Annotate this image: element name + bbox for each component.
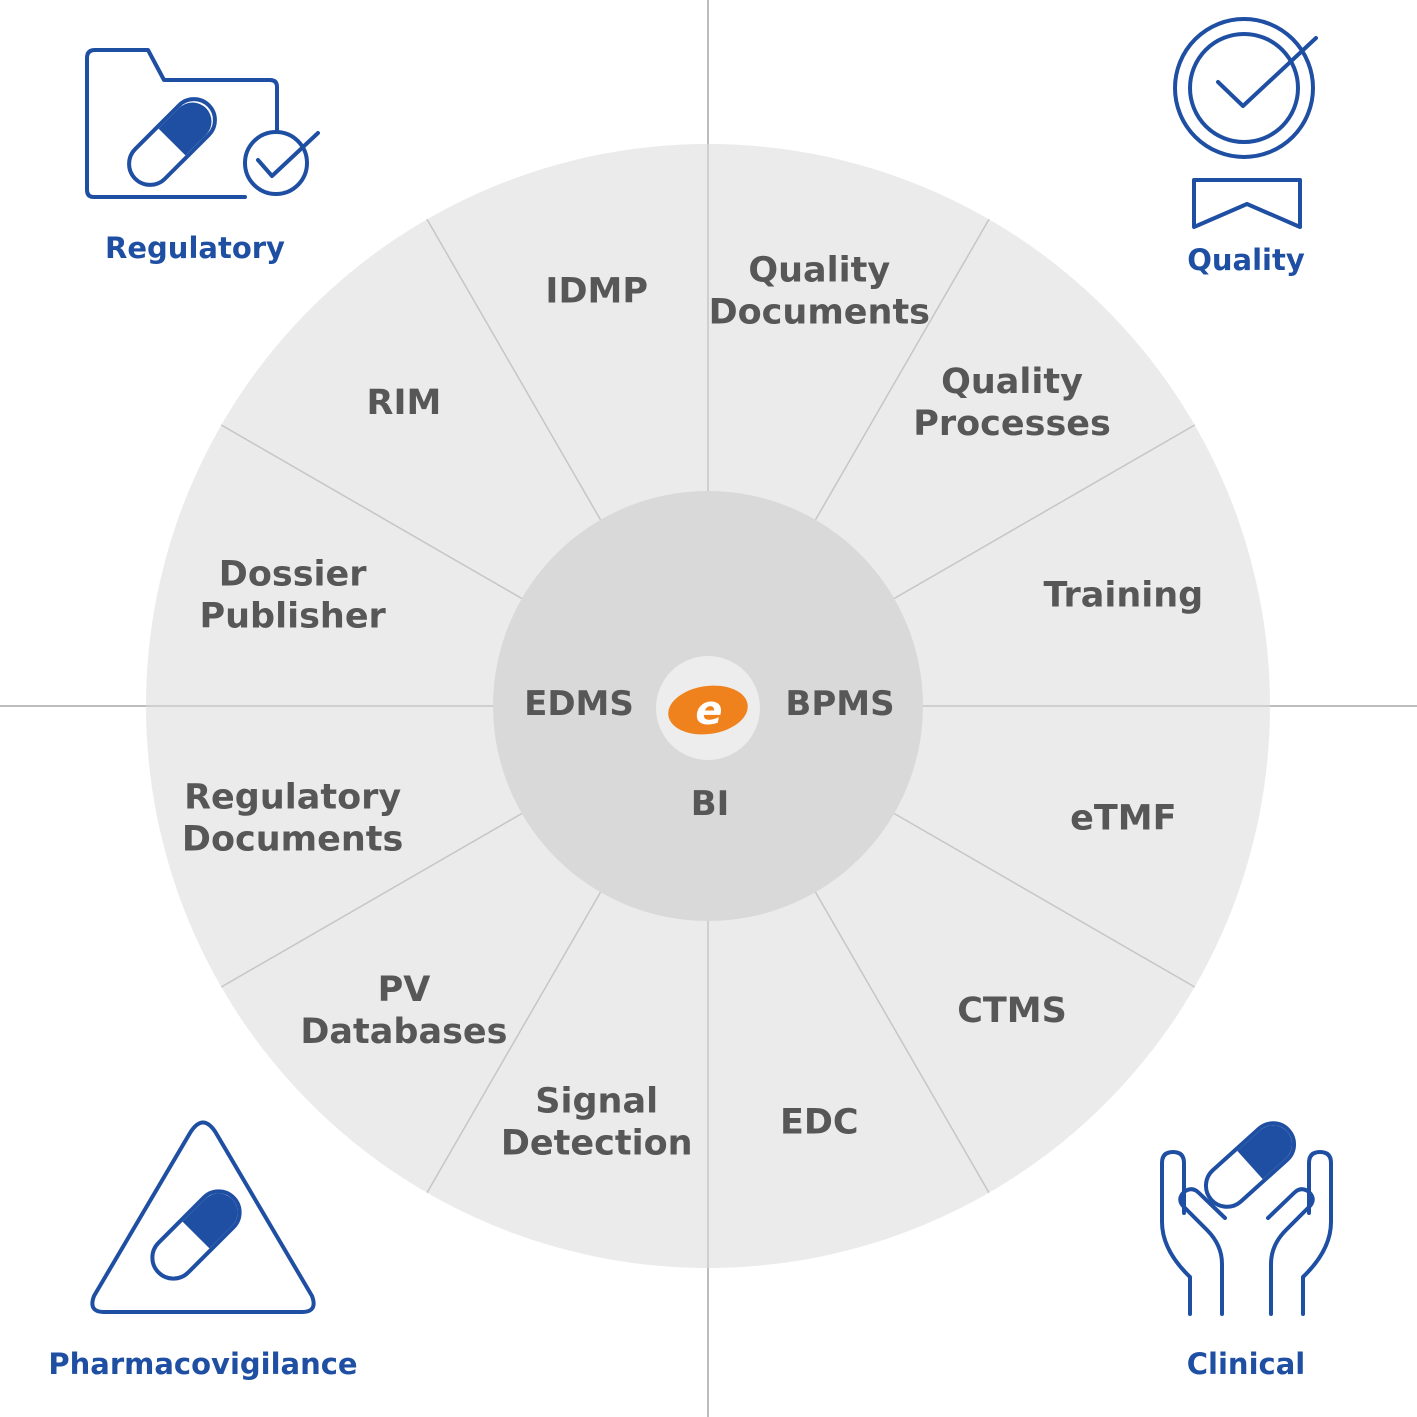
segment-label-line: EDC: [780, 1102, 859, 1142]
segment-dividers: [146, 144, 1270, 1268]
segment-label-line: RIM: [367, 383, 442, 423]
warning-triangle-capsule-icon: [90, 1120, 316, 1314]
segment-label-etmf: eTMF: [1070, 798, 1176, 838]
segment-label-line: eTMF: [1070, 798, 1176, 838]
segment-label-training: Training: [1043, 576, 1203, 616]
segment-label-line: Documents: [709, 293, 930, 333]
core-label-bi: BI: [691, 784, 730, 824]
segment-label-line: Quality: [748, 251, 890, 291]
segment-label-line: Processes: [913, 404, 1111, 444]
corner-label-pharmacovigilance: Pharmacovigilance: [48, 1347, 357, 1381]
folder-capsule-check-icon: [85, 48, 320, 199]
segment-label-line: CTMS: [957, 991, 1067, 1031]
segment-label-ctms: CTMS: [957, 991, 1067, 1031]
segment-label-line: IDMP: [545, 272, 648, 312]
segment-divider: [893, 424, 1196, 600]
segment-label-edc: EDC: [780, 1102, 859, 1142]
corner-label-clinical: Clinical: [1187, 1347, 1305, 1381]
segment-divider: [893, 812, 1196, 988]
segment-divider: [814, 218, 990, 521]
segment-label-line: Databases: [300, 1012, 507, 1052]
segment-label-line: Detection: [501, 1123, 693, 1163]
segment-label-line: Signal: [535, 1081, 658, 1121]
segment-divider: [814, 891, 990, 1194]
hands-capsule-icon: [1160, 1121, 1333, 1316]
segment-divider: [426, 218, 602, 521]
corner-label-quality: Quality: [1187, 243, 1305, 277]
segment-label-line: Training: [1043, 576, 1203, 616]
segment-label-line: Regulatory: [184, 777, 401, 817]
segment-divider: [426, 891, 602, 1194]
segment-label-rim: RIM: [367, 383, 442, 423]
corner-label-regulatory: Regulatory: [105, 231, 285, 265]
segment-divider: [220, 424, 523, 600]
award-check-icon: [1173, 17, 1318, 229]
logo-icon: e: [668, 685, 748, 735]
core-label-edms: EDMS: [524, 684, 634, 724]
logo-letter: e: [695, 688, 722, 734]
segment-label-line: Quality: [941, 362, 1083, 402]
segment-label-line: Dossier: [219, 555, 367, 595]
segment-label-line: Documents: [182, 819, 403, 859]
segment-label-line: Publisher: [199, 597, 386, 637]
segment-label-idmp: IDMP: [545, 272, 648, 312]
core-label-bpms: BPMS: [785, 684, 894, 724]
segment-divider: [220, 812, 523, 988]
segment-label-line: PV: [378, 970, 431, 1010]
